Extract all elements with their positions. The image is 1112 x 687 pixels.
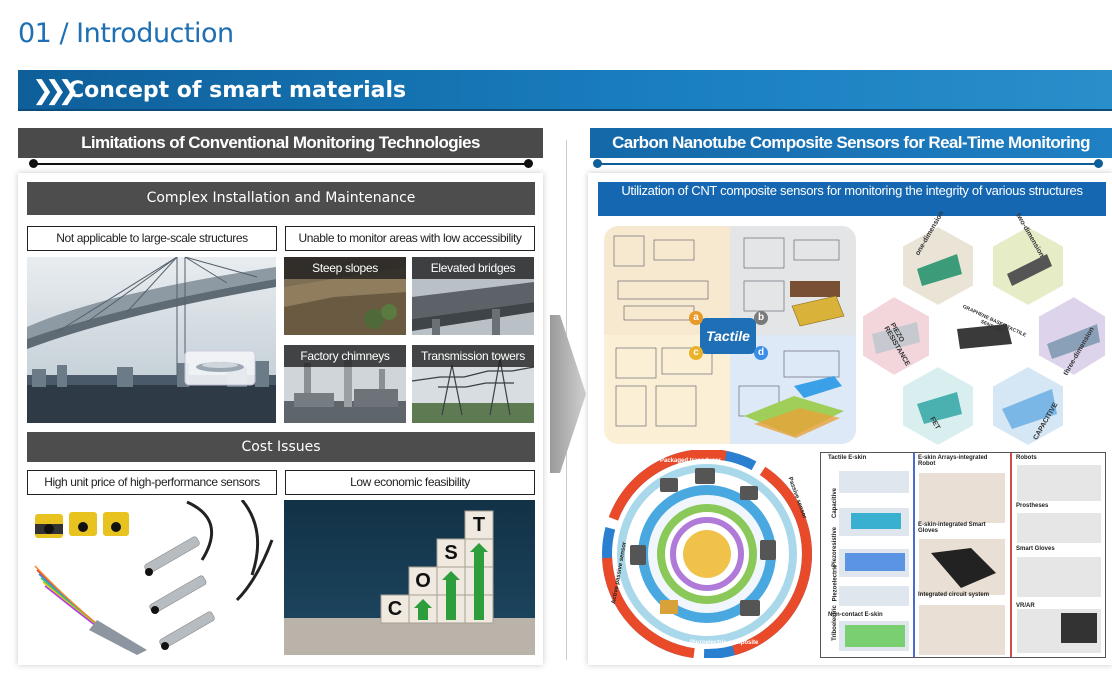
tag-low-feasibility: Low economic feasibility: [285, 470, 535, 495]
quadrant-d-label: d: [754, 346, 768, 360]
eskin-non-contact: Non-contact E-skin: [828, 612, 883, 618]
eskin-piezoelectric: Piezoelectric: [832, 564, 839, 602]
eskin-vr-ar: VR/AR: [1016, 603, 1035, 609]
cost-title: Cost Issues: [27, 432, 535, 462]
sensor-ring-figure: [600, 450, 814, 658]
eskin-smart-gloves: E-skin-integrated Smart Gloves: [918, 522, 986, 534]
eskin-smart-gloves-app: Smart Gloves: [1016, 546, 1055, 552]
transmission-towers-photo: Transmission towers: [412, 345, 534, 423]
right-panel-header: Carbon Nanotube Composite Sensors for Re…: [590, 128, 1112, 158]
tag-low-accessibility: Unable to monitor areas with low accessi…: [285, 226, 535, 251]
factory-chimneys-photo: Factory chimneys: [284, 345, 406, 423]
eskin-capacitive: Capacitive: [832, 487, 839, 519]
chevron-right-icon: ❯❯❯: [32, 76, 79, 106]
elevated-bridges-photo: Elevated bridges: [412, 257, 534, 335]
tactile-label: Tactile: [700, 318, 756, 354]
left-timeline: [29, 159, 533, 169]
section-banner: ❯❯❯ Concept of smart materials: [18, 70, 1112, 111]
photo-label-transmission-towers: Transmission towers: [412, 345, 534, 367]
sensors-photo: [27, 500, 277, 655]
eskin-robots: Robots: [1016, 455, 1037, 461]
graphene-hexagon-figure: [862, 224, 1106, 446]
quadrant-b-label: b: [754, 311, 768, 325]
photo-label-elevated-bridges: Elevated bridges: [412, 257, 534, 279]
tag-high-price: High unit price of high-performance sens…: [27, 470, 277, 495]
eskin-prostheses: Prostheses: [1016, 503, 1049, 509]
tactile-figure: [604, 226, 856, 444]
steep-slopes-photo: Steep slopes: [284, 257, 406, 335]
eskin-figure: [820, 452, 1106, 658]
eskin-tactile: Tactile E-skin: [828, 455, 867, 461]
bridge-photo: [27, 257, 276, 423]
ring-label-packaged-transducer: Packaged transducer: [660, 458, 721, 464]
arrow-right-icon: [550, 315, 586, 478]
cost-blocks-photo: [284, 500, 535, 655]
right-timeline: [593, 159, 1103, 169]
photo-label-steep-slopes: Steep slopes: [284, 257, 406, 279]
install-title: Complex Installation and Maintenance: [27, 182, 535, 215]
page-title: 01 / Introduction: [18, 18, 234, 49]
cost-block-t: T: [472, 514, 486, 536]
quadrant-a-label: a: [689, 311, 703, 325]
quadrant-c-label: c: [689, 346, 703, 360]
cost-block-c: C: [387, 598, 403, 620]
tag-large-scale: Not applicable to large-scale structures: [27, 226, 277, 251]
eskin-arrays-robot: E-skin Arrays-integrated Robot: [918, 455, 988, 467]
left-panel-header: Limitations of Conventional Monitoring T…: [18, 128, 543, 158]
eskin-triboelectric: Triboelectric: [831, 605, 838, 641]
photo-label-factory-chimneys: Factory chimneys: [284, 345, 406, 367]
cost-block-o: O: [415, 570, 431, 592]
cost-block-s: S: [444, 542, 458, 564]
eskin-piezoresistive: Piezoresistive: [832, 526, 839, 568]
eskin-integrated-circuit: Integrated circuit system: [918, 592, 990, 598]
cnt-subtitle: Utilization of CNT composite sensors for…: [598, 182, 1106, 216]
ring-label-piezoelectric-composite: Piezoelectric composite: [690, 640, 759, 646]
section-title: Concept of smart materials: [68, 78, 407, 103]
